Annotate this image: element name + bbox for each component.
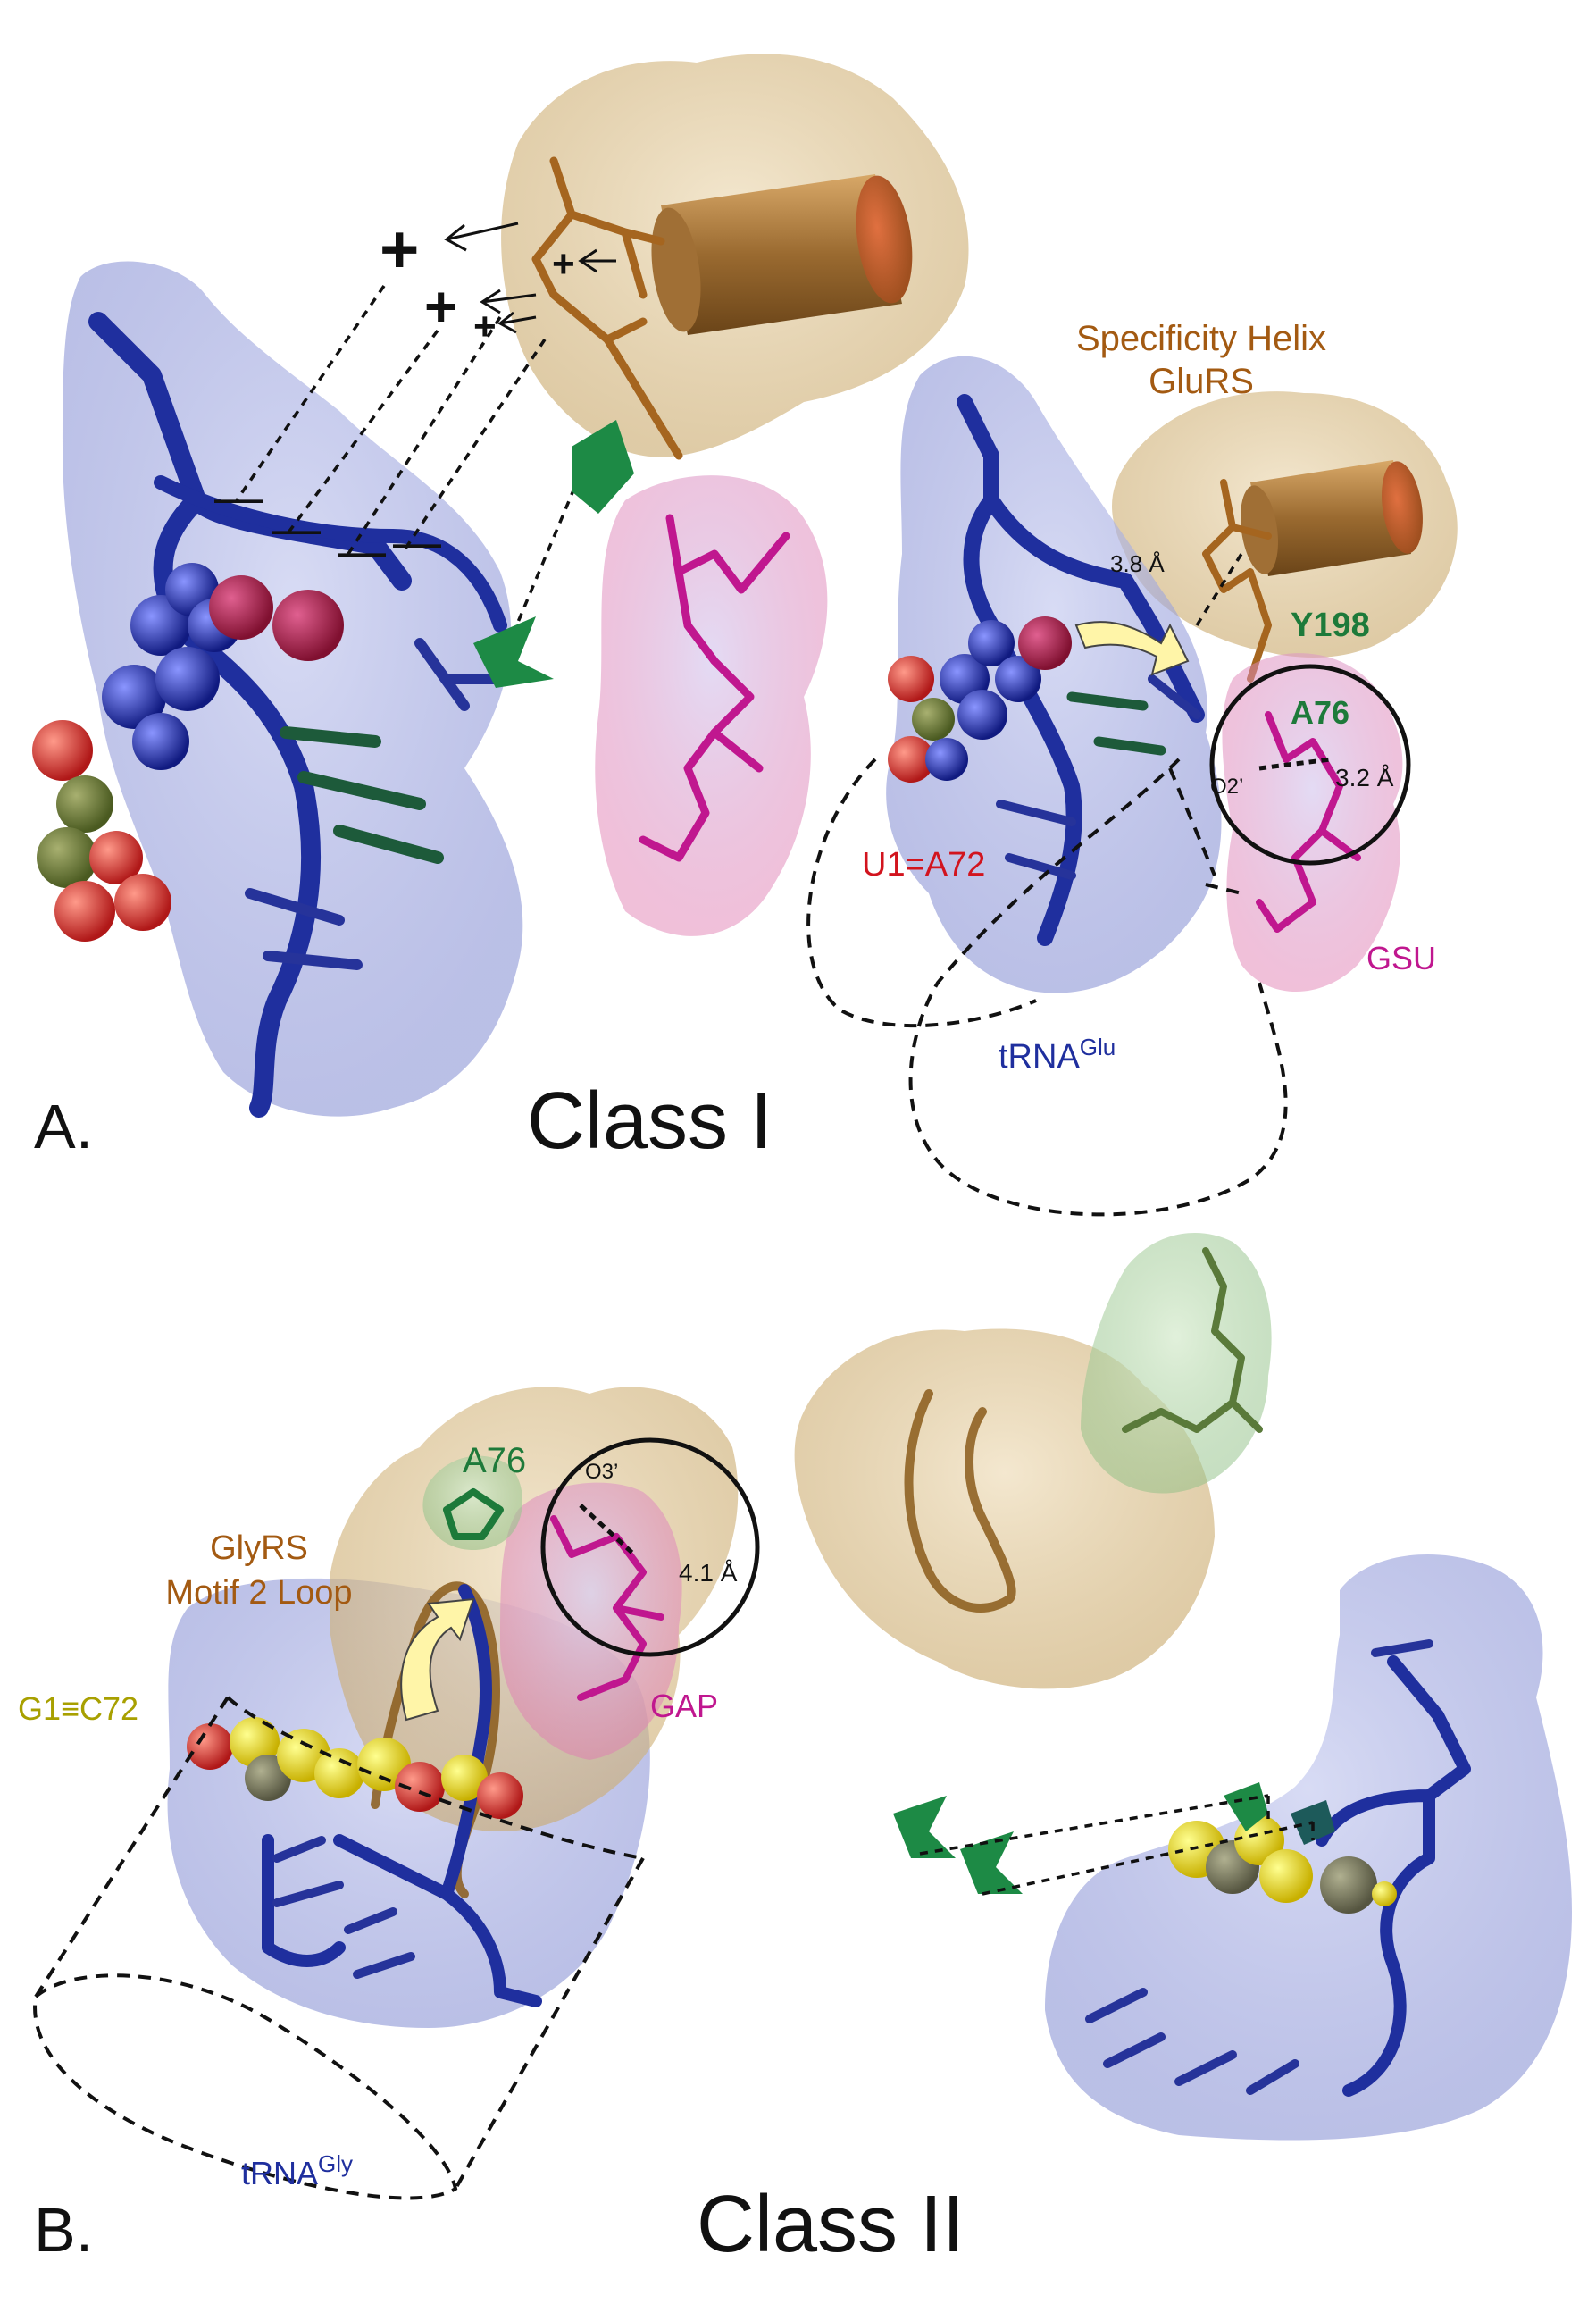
dashed-cylinder-b bbox=[33, 1696, 645, 2200]
specificity-helix-cylinder-a-top bbox=[651, 174, 913, 335]
active-site-circle-a bbox=[1209, 664, 1411, 866]
label-glyrs: GlyRS bbox=[210, 1529, 308, 1567]
active-site-circle-b bbox=[540, 1437, 760, 1657]
spheres-b-right bbox=[1168, 1815, 1397, 1914]
charge-arrows bbox=[444, 222, 616, 334]
trna-surface-b-right bbox=[1045, 1554, 1572, 2141]
label-g1-c72: G1≡C72 bbox=[18, 1690, 138, 1727]
label-u1-a72: U1=A72 bbox=[862, 846, 985, 884]
base-sticks-a-left bbox=[280, 726, 444, 864]
blue-sticks-b-left bbox=[272, 1836, 415, 1979]
label-y198: Y198 bbox=[1291, 607, 1370, 644]
blue-sticks-b-right bbox=[1085, 1639, 1433, 2095]
blue-sticks-a-right bbox=[996, 674, 1201, 880]
minus-sign-3: — bbox=[338, 524, 386, 578]
label-motif2-loop: Motif 2 Loop bbox=[165, 1574, 352, 1612]
label-distance-41: 4.1 Å bbox=[679, 1559, 738, 1587]
label-glurs: GluRS bbox=[1149, 362, 1254, 401]
dashed-loop-a-1 bbox=[806, 758, 1037, 1028]
green-marker-b-3 bbox=[1224, 1782, 1268, 1831]
green-sticks-a-right bbox=[1066, 691, 1166, 756]
specificity-helix-cylinder-a-right bbox=[1241, 460, 1423, 576]
panel-a-gluRS-helix-complex bbox=[501, 54, 969, 460]
label-a76-classII: A76 bbox=[463, 1441, 526, 1480]
minus-sign-2: — bbox=[272, 502, 321, 556]
dashed-connector-a bbox=[1168, 767, 1242, 895]
ligand-sticks-a-mid bbox=[639, 514, 790, 862]
trna-surface-a-right bbox=[886, 356, 1222, 993]
ligand-surface-a-mid bbox=[595, 475, 828, 936]
label-gsu: GSU bbox=[1366, 940, 1436, 976]
spheres-a-right bbox=[888, 616, 1072, 783]
dashed-connector-b bbox=[919, 1794, 1315, 1896]
panel-a-right-complex bbox=[806, 356, 1458, 1217]
trna-backbone-b-left bbox=[262, 1584, 542, 2007]
label-class-i: Class I bbox=[527, 1077, 773, 1166]
panel-b-left-complex bbox=[33, 1387, 760, 2200]
plus-sign-2: + bbox=[424, 274, 457, 339]
label-specificity-helix: Specificity Helix bbox=[1076, 319, 1326, 358]
label-panel-a: A. bbox=[34, 1092, 93, 1161]
green-pentagon-marker bbox=[572, 420, 634, 514]
trna-strand-a-left bbox=[154, 475, 507, 633]
label-o3: O3’ bbox=[585, 1460, 618, 1484]
charge-dashed-lines bbox=[235, 285, 582, 644]
panel-a-left-complex bbox=[32, 261, 523, 1118]
green-chevron-arrow-a bbox=[473, 616, 554, 688]
label-trna-gly: tRNAGly bbox=[241, 2150, 353, 2191]
spheres-b-left bbox=[187, 1717, 523, 1819]
panel-b-right-complex bbox=[794, 1233, 1572, 2141]
residue-sticks-a-top bbox=[531, 156, 683, 460]
label-distance-32: 3.2 Å bbox=[1335, 764, 1394, 792]
yellow-curved-arrow-a bbox=[1074, 621, 1190, 676]
plus-sign-4: + bbox=[473, 305, 497, 348]
label-o2: O2’ bbox=[1210, 775, 1243, 799]
spheres-a-left bbox=[32, 563, 344, 942]
panel-a-gsu-ligand bbox=[595, 475, 828, 936]
label-panel-b: B. bbox=[34, 2195, 93, 2265]
label-gap: GAP bbox=[650, 1688, 718, 1724]
label-a76-classI: A76 bbox=[1291, 694, 1349, 731]
trna-backbone-a-right bbox=[957, 394, 1205, 946]
ligand-sticks-b-left bbox=[550, 1515, 664, 1701]
motif2-loop-ribbon-b-right bbox=[904, 1389, 1016, 1613]
a76-surface-b-left bbox=[422, 1455, 522, 1550]
a76-sticks-b-left bbox=[443, 1488, 504, 1540]
plus-sign-1: + bbox=[380, 212, 419, 288]
yellow-curved-arrow-b bbox=[400, 1597, 475, 1722]
ligand-surface-b-left bbox=[500, 1482, 682, 1760]
residue-sticks-a-right bbox=[1202, 479, 1272, 683]
plus-sign-3: + bbox=[552, 242, 575, 286]
green-chevron-arrow-b-1 bbox=[893, 1796, 956, 1858]
ligand-surface-a-right bbox=[1222, 653, 1403, 992]
dashed-loop-a-2 bbox=[908, 758, 1288, 1217]
ligand-sticks-b-right bbox=[1122, 1247, 1263, 1433]
label-trna-glu: tRNAGlu bbox=[999, 1034, 1116, 1076]
minus-sign-4: — bbox=[393, 515, 441, 569]
green-chevron-arrow-b-2 bbox=[960, 1831, 1023, 1894]
label-distance-38: 3.8 Å bbox=[1110, 550, 1165, 577]
minus-sign-1: — bbox=[214, 471, 263, 524]
label-class-ii: Class II bbox=[697, 2180, 965, 2269]
